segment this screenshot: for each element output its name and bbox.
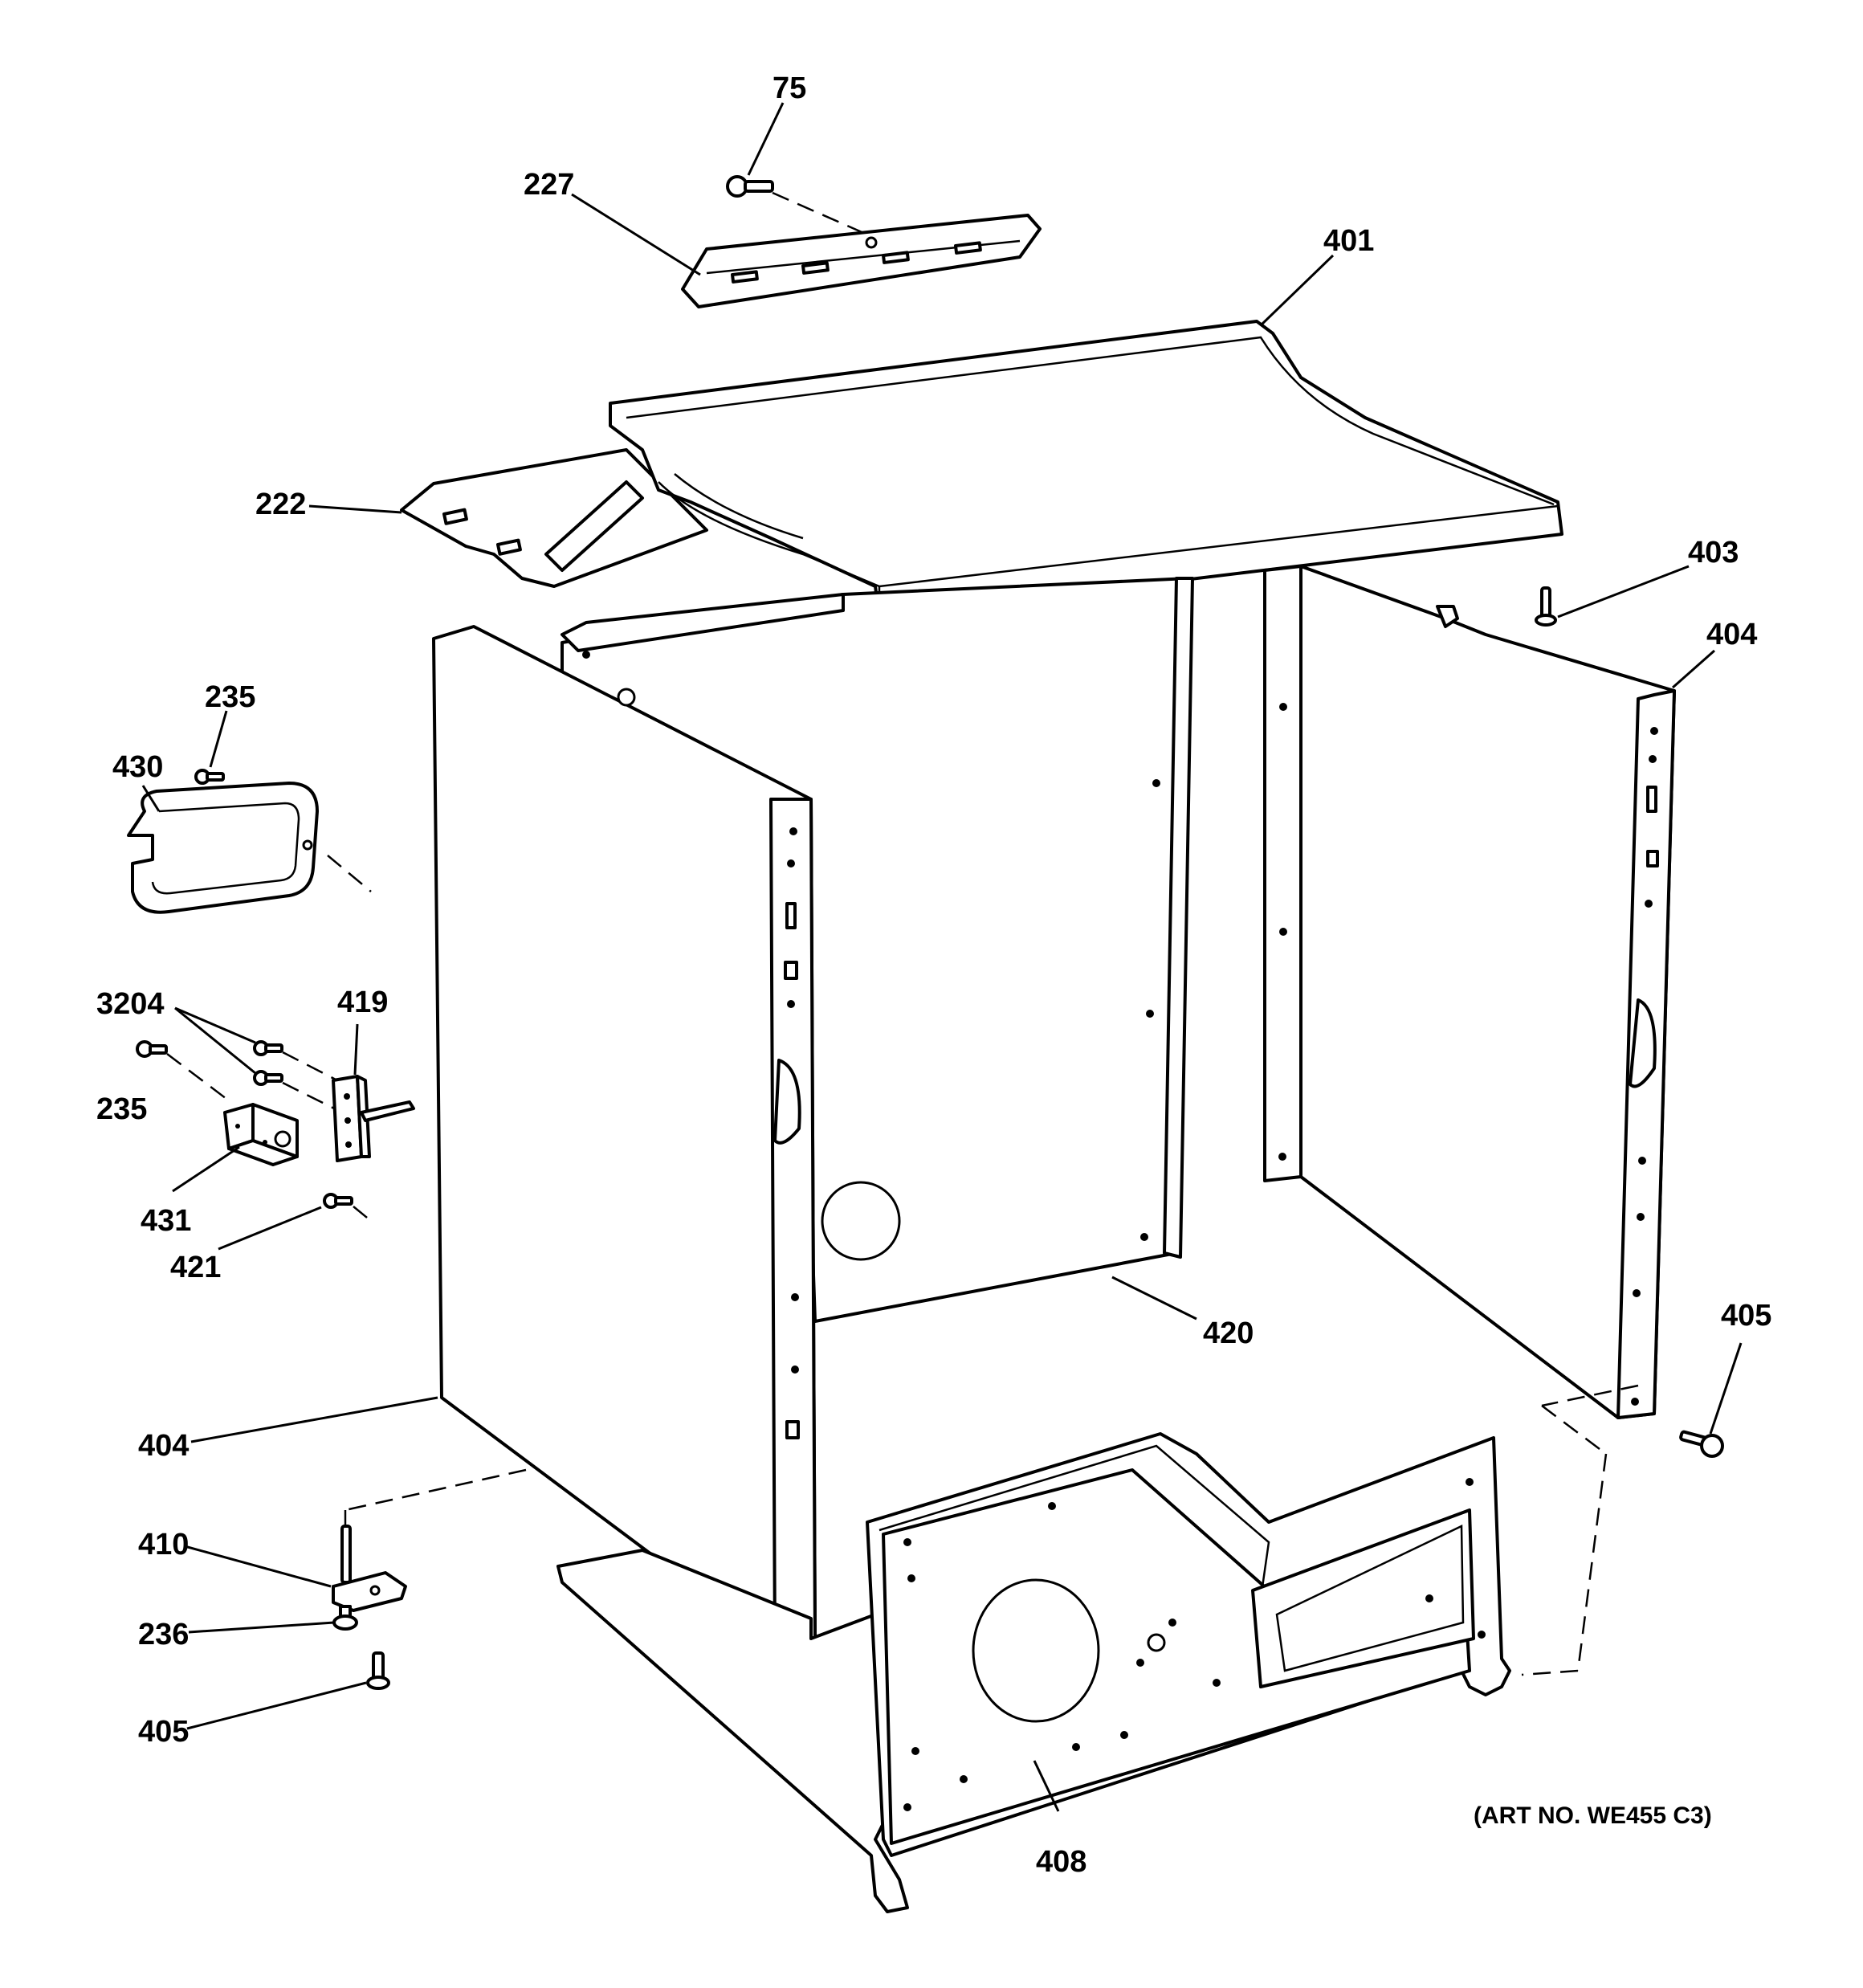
label-235-top: 235 <box>205 680 255 714</box>
part-3204-screw-b <box>253 1070 338 1112</box>
part-419-strike <box>332 1075 415 1162</box>
label-408: 408 <box>1036 1845 1086 1879</box>
part-403-screw <box>1535 586 1557 627</box>
part-236-foot <box>332 1605 358 1631</box>
label-222: 222 <box>255 488 306 521</box>
part-3204-screw-a <box>253 1040 338 1082</box>
label-404-right: 404 <box>1706 618 1757 651</box>
label-404-left: 404 <box>138 1429 189 1463</box>
label-403: 403 <box>1688 536 1739 569</box>
leader-lines <box>141 102 1743 1812</box>
label-227: 227 <box>524 168 574 202</box>
part-labels: 75 227 401 222 403 404 235 430 3204 419 … <box>96 71 1771 1879</box>
label-405-right: 405 <box>1721 1299 1771 1333</box>
part-421-screw <box>323 1193 372 1222</box>
part-430-access-cover <box>127 782 372 914</box>
part-405-left-screw <box>366 1651 390 1690</box>
part-431-bracket <box>223 1103 299 1166</box>
label-75: 75 <box>773 71 806 105</box>
label-420: 420 <box>1203 1316 1254 1350</box>
label-419: 419 <box>337 986 388 1019</box>
part-410-leveling-leg <box>332 1525 407 1612</box>
part-235-screw-top <box>194 769 225 785</box>
label-3204: 3204 <box>96 987 165 1021</box>
label-431: 431 <box>141 1204 191 1238</box>
label-236: 236 <box>138 1618 189 1651</box>
part-235-screw-mid <box>136 1040 227 1100</box>
label-235-mid: 235 <box>96 1092 147 1126</box>
label-401: 401 <box>1323 224 1374 258</box>
part-404-left-side-panel <box>432 625 817 1648</box>
part-408-base-frame <box>556 1432 1511 1913</box>
part-75-screw <box>726 175 868 236</box>
part-404-right-side-panel <box>1263 565 1676 1419</box>
part-405-right-screw <box>1679 1430 1724 1458</box>
part-401-top-cover <box>609 320 1563 618</box>
art-number: (ART NO. WE455 C3) <box>1474 1802 1712 1829</box>
label-430: 430 <box>112 750 163 784</box>
label-410: 410 <box>138 1528 189 1561</box>
label-421: 421 <box>170 1251 221 1284</box>
alignment-dashes <box>344 1384 1639 1676</box>
part-227-bracket <box>681 214 1042 308</box>
label-405-left: 405 <box>138 1715 189 1749</box>
